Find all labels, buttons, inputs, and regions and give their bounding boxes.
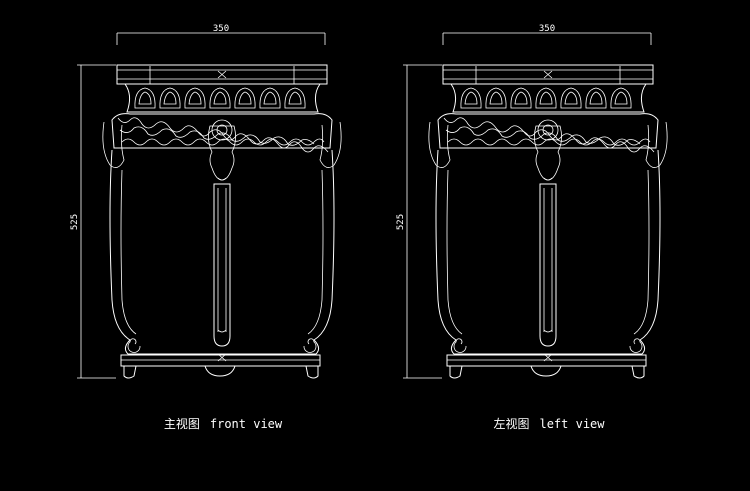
front-caption-cn: 主视图	[164, 416, 200, 431]
width-dim-label: 350	[213, 24, 229, 34]
carved-band	[102, 113, 342, 168]
drum-body	[435, 149, 661, 355]
width-dim-label: 350	[539, 24, 555, 34]
central-post	[208, 125, 236, 347]
front-caption-en: front view	[210, 417, 283, 431]
drum-body	[109, 149, 335, 355]
lotus-apron	[450, 83, 647, 113]
central-post	[534, 125, 562, 347]
front-view-caption: 主视图 front view	[164, 416, 283, 431]
front-view: 350 525	[70, 24, 342, 431]
top-slab	[442, 64, 654, 85]
lotus-petals	[460, 87, 632, 109]
width-dimension: 350	[116, 24, 326, 45]
lotus-petals	[134, 87, 306, 109]
height-dim-label: 525	[396, 214, 406, 230]
height-dim-label: 525	[70, 214, 80, 230]
base-plinth	[120, 353, 321, 379]
height-dimension: 525	[396, 64, 442, 379]
height-dimension: 525	[70, 64, 116, 379]
width-dimension: 350	[442, 24, 652, 45]
left-view-caption: 左视图 left view	[493, 416, 605, 431]
top-slab	[116, 64, 328, 85]
lotus-apron	[124, 83, 321, 113]
left-caption-en: left view	[539, 417, 605, 431]
base-plinth	[446, 353, 647, 379]
left-caption-cn: 左视图	[493, 416, 529, 431]
carved-band	[428, 113, 668, 168]
left-view: 350 525	[396, 24, 668, 431]
